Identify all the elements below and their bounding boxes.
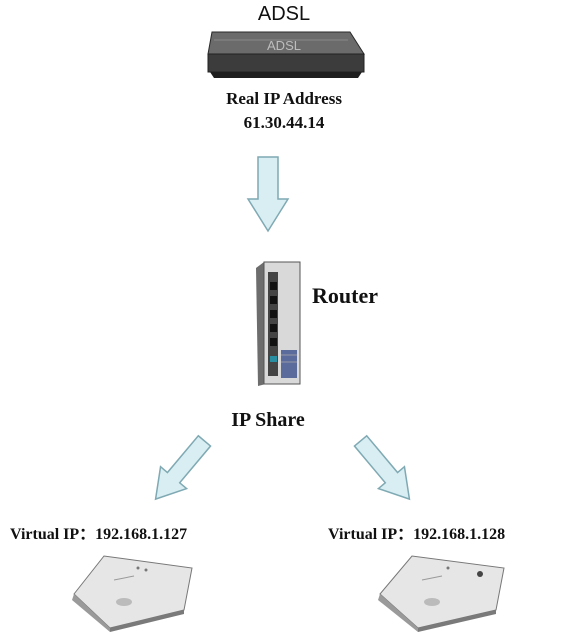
client-2-ip-label: Virtual IP：192.168.1.128	[328, 526, 506, 543]
adsl-modem-icon: ADSL	[207, 31, 365, 78]
router-label: Router	[312, 283, 378, 308]
adsl-device-text: ADSL	[267, 38, 301, 53]
client-1-device-icon	[72, 555, 193, 632]
adsl-title: ADSL	[257, 3, 311, 25]
down-left-arrow-icon	[154, 434, 212, 501]
client-2-device-icon	[378, 555, 505, 632]
real-ip-label: Real IP Address	[226, 89, 342, 108]
ip-share-label: IP Share	[231, 409, 305, 431]
router-icon	[256, 261, 301, 386]
real-ip-value: 61.30.44.14	[243, 113, 325, 132]
down-right-arrow-icon	[353, 434, 411, 501]
client-1-ip-label: Virtual IP：192.168.1.127	[10, 526, 188, 543]
down-arrow-icon	[246, 156, 290, 233]
